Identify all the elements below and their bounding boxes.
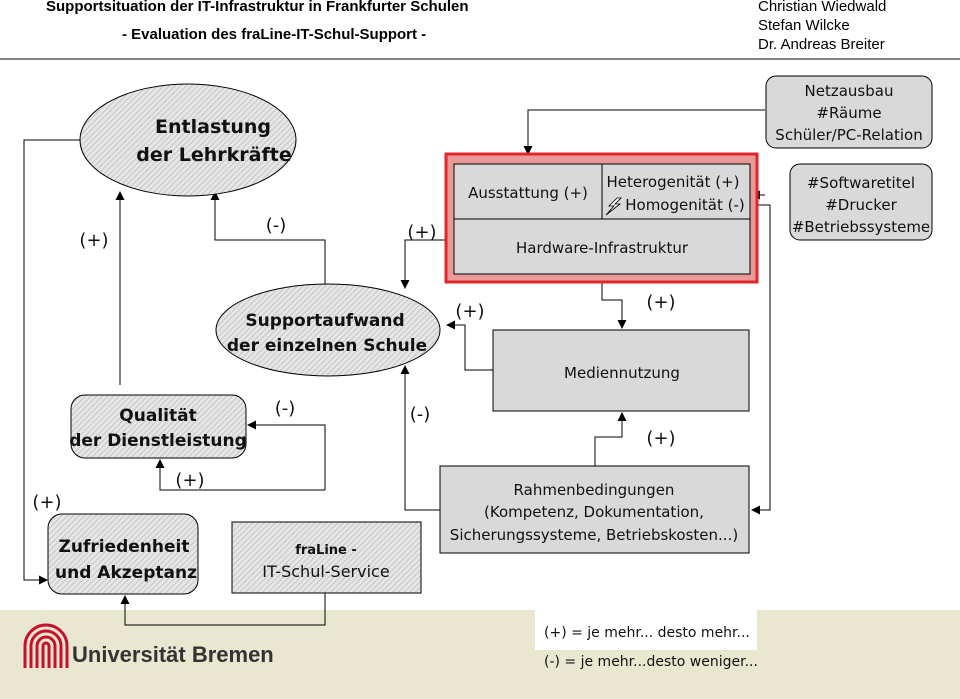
node-qualitaet <box>70 394 247 459</box>
arrow-hardware-to-rahmen <box>751 204 771 515</box>
label-software-2: #Drucker <box>825 196 897 214</box>
arrow-rahmen-to-mediennutzung <box>594 412 627 466</box>
label-qualitaet-2: der Dienstleistung <box>69 431 247 451</box>
label-entlastung-1: Entlastung <box>155 116 271 138</box>
node-mediennutzung <box>492 329 750 412</box>
label-entlastung-2: der Lehrkräfte <box>136 144 291 166</box>
author-1: Christian Wiedwald <box>758 0 887 15</box>
label-homogenitaet: Homogenität (-) <box>625 196 745 214</box>
arrow-mediennutzung-to-supportaufwand <box>446 320 493 371</box>
arrow-fraline-to-qualitaet-2 <box>155 459 325 491</box>
author-3: Dr. Andreas Breiter <box>758 36 885 53</box>
legend-panel <box>535 610 757 650</box>
edge-label-med-supp: (+) <box>455 301 484 322</box>
edge-label-supp-entl: (-) <box>266 215 287 236</box>
label-hardware: Hardware-Infrastruktur <box>516 239 689 257</box>
university-name: Universität Bremen <box>72 642 274 667</box>
edge-label-rahm-med: (+) <box>646 428 675 449</box>
label-fraline-1: fraLine - <box>295 543 357 558</box>
page-title: Supportsituation der IT-Infrastruktur in… <box>46 0 469 15</box>
label-rahmen-2: (Kompetenz, Dokumentation, <box>484 503 704 521</box>
label-rahmen-1: Rahmenbedingungen <box>514 481 675 499</box>
node-zufriedenheit <box>47 513 199 595</box>
label-zufriedenheit-1: Zufriedenheit <box>59 537 190 557</box>
arrow-supportaufwand-to-entlastung <box>210 191 326 290</box>
label-supportaufwand-1: Supportaufwand <box>245 311 404 331</box>
edge-label-hw-supp: (+) <box>407 222 436 243</box>
edge-label-zufr-entl: (+) <box>79 230 108 251</box>
label-netzausbau-1: Netzausbau <box>805 82 894 100</box>
label-fraline-2: IT-Schul-Service <box>262 562 389 581</box>
label-rahmen-3: Sicherungssysteme, Betriebskosten...) <box>450 526 738 544</box>
node-software <box>789 163 933 241</box>
label-supportaufwand-2: der einzelnen Schule <box>227 336 427 356</box>
edge-label-qual-zufr: (+) <box>32 492 61 513</box>
university-logo <box>23 623 69 668</box>
node-entlastung <box>79 83 297 197</box>
arrow-hardware-to-supportaufwand <box>400 239 445 289</box>
legend-minus: (-) = je mehr...desto weniger... <box>544 654 758 670</box>
lightning-icon <box>605 197 622 216</box>
edge-label-fral-qual: (+) <box>175 470 204 491</box>
node-supportaufwand <box>215 283 441 377</box>
label-qualitaet-1: Qualität <box>119 406 196 426</box>
arrow-fraline-to-zufriedenheit <box>120 592 326 626</box>
label-heterogenitaet: Heterogenität (+) <box>606 173 739 191</box>
page-subtitle: - Evaluation des fraLine-IT-Schul-Suppor… <box>122 26 427 43</box>
label-mediennutzung: Mediennutzung <box>564 364 680 382</box>
edge-label-hw-med: (+) <box>646 292 675 313</box>
node-netzausbau <box>765 75 933 149</box>
label-ausstattung: Ausstattung (+) <box>468 184 588 202</box>
label-netzausbau-3: Schüler/PC-Relation <box>775 126 922 144</box>
label-software-3: #Betriebssysteme <box>792 218 930 236</box>
label-zufriedenheit-2: und Akzeptanz <box>55 563 197 583</box>
node-rahmenbedingungen <box>439 465 750 554</box>
node-fraline <box>231 521 422 594</box>
label-netzausbau-2: #Räume <box>816 104 881 122</box>
edge-label-rahm-supp: (-) <box>410 404 431 425</box>
arrow-fraline-to-qualitaet <box>247 420 326 490</box>
arrow-netzausbau-to-hardware <box>523 109 765 155</box>
label-software-1: #Softwaretitel <box>807 174 915 192</box>
edge-label-fral-supp: (-) <box>275 398 296 419</box>
arrow-rahmen-to-supportaufwand <box>400 365 440 511</box>
author-2: Stefan Wilcke <box>758 17 850 34</box>
arrow-zufriedenheit-loop <box>23 139 80 585</box>
legend-plus: (+) = je mehr... desto mehr... <box>544 625 750 641</box>
arrow-hardware-to-mediennutzung <box>601 276 627 329</box>
connectors <box>23 109 771 626</box>
